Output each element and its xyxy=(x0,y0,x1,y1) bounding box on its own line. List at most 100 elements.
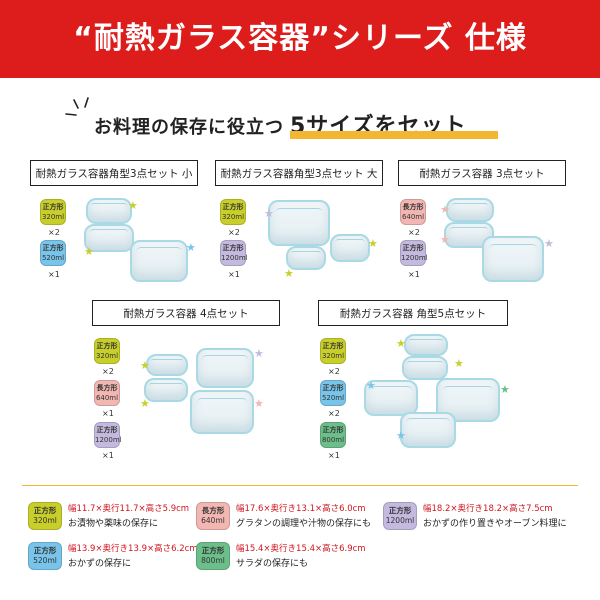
container-image xyxy=(190,390,254,434)
chip-kind: 正方形 xyxy=(33,546,57,555)
quantity-label: ×1 xyxy=(228,270,240,279)
legend-item-800: 正方形 800ml 幅15.4×奥行き15.4×高さ6.9cm サラダの保存にも xyxy=(196,542,381,572)
container-image xyxy=(286,246,326,270)
chip-square-1200: 正方形 1200ml xyxy=(383,502,417,530)
star-icon: ★ xyxy=(440,203,450,216)
chip-kind: 正方形 xyxy=(222,244,244,252)
set-title-4piece: 耐熱ガラス容器 4点セット xyxy=(92,300,280,326)
container-image xyxy=(84,224,134,252)
chip-capacity: 640ml xyxy=(95,394,119,402)
dimensions-text: 幅18.2×奥行き18.2×高さ7.5cm xyxy=(423,504,553,514)
section-divider xyxy=(22,485,578,486)
container-image xyxy=(268,200,330,246)
chip-capacity: 320ml xyxy=(33,516,57,525)
container-image xyxy=(146,354,188,376)
chip-square-320: 正方形 320ml xyxy=(40,199,66,225)
quantity-label: ×2 xyxy=(408,228,420,237)
chip-capacity: 320ml xyxy=(221,213,245,221)
chip-square-800: 正方形 800ml xyxy=(196,542,230,570)
star-icon: ★ xyxy=(186,241,196,254)
chip-rect-640: 長方形 640ml xyxy=(94,380,120,406)
chip-capacity: 800ml xyxy=(321,436,345,444)
quantity-label: ×1 xyxy=(408,270,420,279)
chip-square-520: 正方形 520ml xyxy=(40,240,66,266)
chip-kind: 正方形 xyxy=(222,203,244,211)
star-icon: ★ xyxy=(440,233,450,246)
star-icon: ★ xyxy=(254,397,264,410)
header-banner: “耐熱ガラス容器”シリーズ 仕様 xyxy=(0,0,600,78)
chip-square-320: 正方形 320ml xyxy=(220,199,246,225)
legend-item-1200: 正方形 1200ml 幅18.2×奥行き18.2×高さ7.5cm おかずの作り置… xyxy=(383,502,593,532)
chip-kind: 正方形 xyxy=(33,506,57,515)
chip-square-1200: 正方形 1200ml xyxy=(220,240,248,266)
container-image xyxy=(400,412,456,448)
chip-square-520: 正方形 520ml xyxy=(28,542,62,570)
legend-item-640: 長方形 640ml 幅17.6×奥行き13.1×高さ6.0cm グラタンの調理や… xyxy=(196,502,381,532)
chip-kind: 正方形 xyxy=(96,426,118,434)
chip-capacity: 1200ml xyxy=(401,254,428,262)
star-icon: ★ xyxy=(544,237,554,250)
container-image xyxy=(144,378,188,402)
chip-capacity: 1200ml xyxy=(95,436,122,444)
star-icon: ★ xyxy=(140,397,150,410)
container-image xyxy=(330,234,370,262)
set-title-large3: 耐熱ガラス容器角型3点セット 大 xyxy=(215,160,383,186)
container-image xyxy=(402,356,448,380)
usage-text: おかずの保存に xyxy=(68,559,132,569)
chip-rect-640: 長方形 640ml xyxy=(400,199,426,225)
chip-square-1200: 正方形 1200ml xyxy=(400,240,428,266)
chip-kind: 正方形 xyxy=(322,384,344,392)
chip-kind: 正方形 xyxy=(388,506,412,515)
sparkle-icon xyxy=(65,97,89,116)
chip-capacity: 320ml xyxy=(41,213,65,221)
dimensions-text: 幅17.6×奥行き13.1×高さ6.0cm xyxy=(236,504,366,514)
star-icon: ★ xyxy=(500,383,510,396)
chip-square-320: 正方形 320ml xyxy=(94,338,120,364)
usage-text: おかずの作り置きやオーブン料理に xyxy=(423,519,567,529)
container-image xyxy=(130,240,188,282)
chip-kind: 長方形 xyxy=(96,384,118,392)
usage-text: お漬物や薬味の保存に xyxy=(68,519,159,529)
chip-kind: 正方形 xyxy=(402,244,424,252)
chip-capacity: 640ml xyxy=(401,213,425,221)
star-icon: ★ xyxy=(254,347,264,360)
chip-kind: 正方形 xyxy=(322,342,344,350)
usage-text: サラダの保存にも xyxy=(236,559,309,569)
quantity-label: ×1 xyxy=(48,270,60,279)
chip-kind: 正方形 xyxy=(96,342,118,350)
star-icon: ★ xyxy=(128,199,138,212)
chip-capacity: 640ml xyxy=(201,516,225,525)
star-icon: ★ xyxy=(264,207,274,220)
set-title-3piece: 耐熱ガラス容器 3点セット xyxy=(398,160,566,186)
quantity-label: ×2 xyxy=(328,367,340,376)
container-image xyxy=(446,198,494,222)
container-image xyxy=(482,236,544,282)
chip-square-320: 正方形 320ml xyxy=(28,502,62,530)
quantity-label: ×2 xyxy=(102,367,114,376)
container-image xyxy=(86,198,132,224)
chip-capacity: 800ml xyxy=(201,556,225,565)
chip-capacity: 520ml xyxy=(33,556,57,565)
chip-square-1200: 正方形 1200ml xyxy=(94,422,122,448)
star-icon: ★ xyxy=(368,237,378,250)
quantity-label: ×1 xyxy=(102,409,114,418)
tagline-prefix: お料理の保存に役立つ xyxy=(94,117,284,138)
quantity-label: ×2 xyxy=(48,228,60,237)
star-icon: ★ xyxy=(84,245,94,258)
chip-capacity: 320ml xyxy=(95,352,119,360)
dimensions-text: 幅15.4×奥行き15.4×高さ6.9cm xyxy=(236,544,366,554)
star-icon: ★ xyxy=(366,379,376,392)
chip-square-800: 正方形 800ml xyxy=(320,422,346,448)
legend-item-520: 正方形 520ml 幅13.9×奥行き13.9×高さ6.2cm おかずの保存に xyxy=(28,542,198,572)
chip-kind: 長方形 xyxy=(201,506,225,515)
quantity-label: ×2 xyxy=(228,228,240,237)
set-title-small3: 耐熱ガラス容器角型3点セット 小 xyxy=(30,160,198,186)
chip-rect-640: 長方形 640ml xyxy=(196,502,230,530)
star-icon: ★ xyxy=(140,359,150,372)
chip-kind: 正方形 xyxy=(322,426,344,434)
chip-square-320: 正方形 320ml xyxy=(320,338,346,364)
page-title: “耐熱ガラス容器”シリーズ 仕様 xyxy=(73,21,527,56)
star-icon: ★ xyxy=(284,267,294,280)
chip-capacity: 520ml xyxy=(321,394,345,402)
chip-kind: 正方形 xyxy=(42,203,64,211)
